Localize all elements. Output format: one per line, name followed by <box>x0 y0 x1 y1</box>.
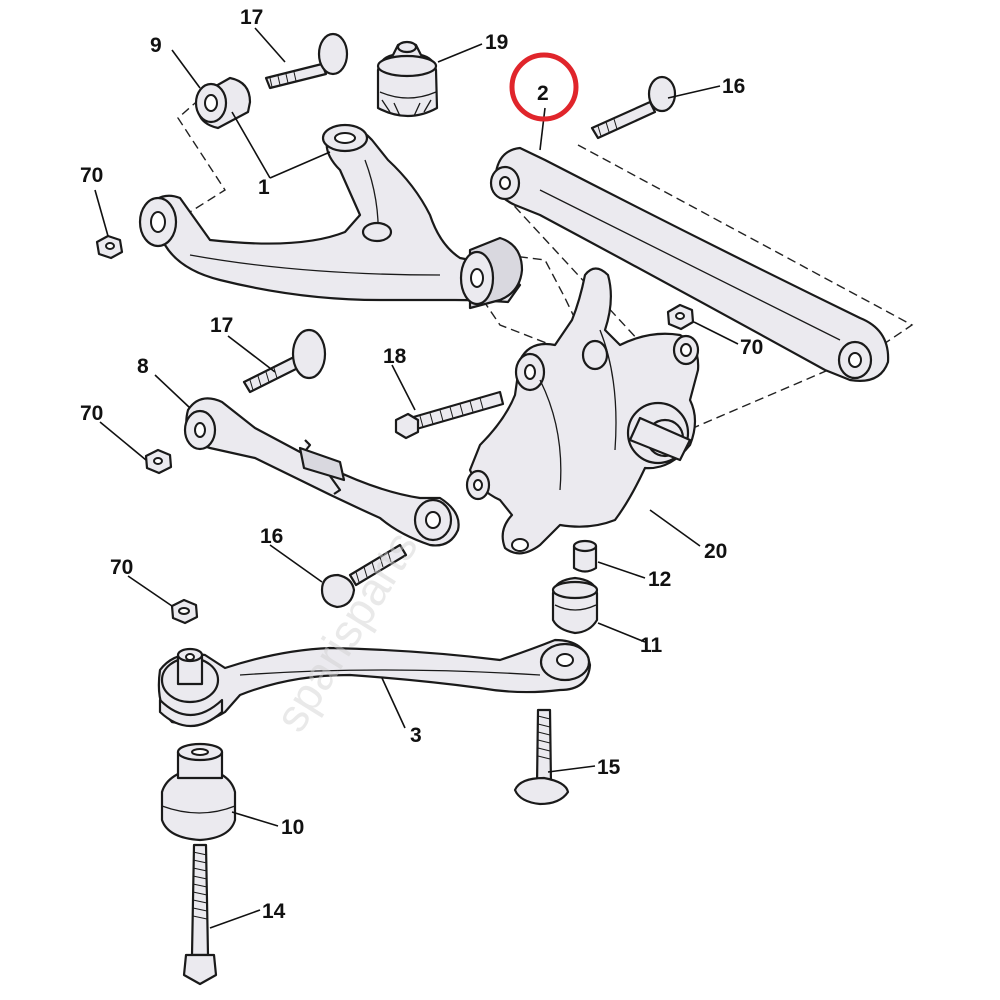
callout-3: 3 <box>410 724 422 747</box>
callout-15: 15 <box>597 756 621 779</box>
upper-control-arm <box>138 123 524 310</box>
nut-70-right <box>666 303 695 331</box>
callout-2: 2 <box>537 82 549 105</box>
callout-70-lower: 70 <box>110 556 133 579</box>
bolt-16-lower <box>320 543 408 609</box>
callout-14: 14 <box>262 900 286 923</box>
bushing-10 <box>160 742 237 842</box>
bolt-16-upper <box>590 75 677 140</box>
bolt-15 <box>513 708 570 806</box>
nut-70-middle-left <box>144 448 173 475</box>
callout-16-upper: 16 <box>722 75 745 98</box>
lower-control-arm <box>157 638 592 727</box>
callout-leaders <box>94 27 739 929</box>
callout-9: 9 <box>150 34 162 57</box>
hub-carrier-knuckle <box>465 267 700 555</box>
callout-labels: 17 9 19 2 16 70 1 70 17 8 18 70 16 20 12… <box>80 6 763 923</box>
callout-70-upper-left: 70 <box>80 164 103 187</box>
watermark-text: sparisparts <box>264 522 427 740</box>
callout-20: 20 <box>704 540 727 563</box>
callout-19: 19 <box>485 31 508 54</box>
callout-18: 18 <box>383 345 407 368</box>
callout-16-lower: 16 <box>260 525 283 548</box>
callout-11: 11 <box>640 634 663 657</box>
bolt-17-upper <box>264 32 349 90</box>
sleeve-12 <box>572 539 598 573</box>
callout-17-lower: 17 <box>210 314 233 337</box>
bolt-14 <box>182 843 218 986</box>
callout-12: 12 <box>648 568 671 591</box>
callout-10: 10 <box>281 816 304 839</box>
highlight-circle <box>509 52 579 122</box>
nut-70-upper-left <box>95 234 124 260</box>
top-mount-bushing <box>376 40 439 118</box>
callout-1: 1 <box>258 176 270 199</box>
callout-8: 8 <box>137 355 149 378</box>
bolt-17-lower <box>242 328 327 394</box>
bushing-11 <box>551 576 599 635</box>
callout-17-upper: 17 <box>240 6 263 29</box>
rear-link-arm <box>489 146 890 382</box>
bolt-18 <box>394 390 505 440</box>
adjustable-toe-link <box>183 397 460 547</box>
nut-70-lower <box>170 598 199 625</box>
callout-70-middle-left: 70 <box>80 402 103 425</box>
callout-70-right: 70 <box>740 336 763 359</box>
bushing-9 <box>194 76 252 130</box>
